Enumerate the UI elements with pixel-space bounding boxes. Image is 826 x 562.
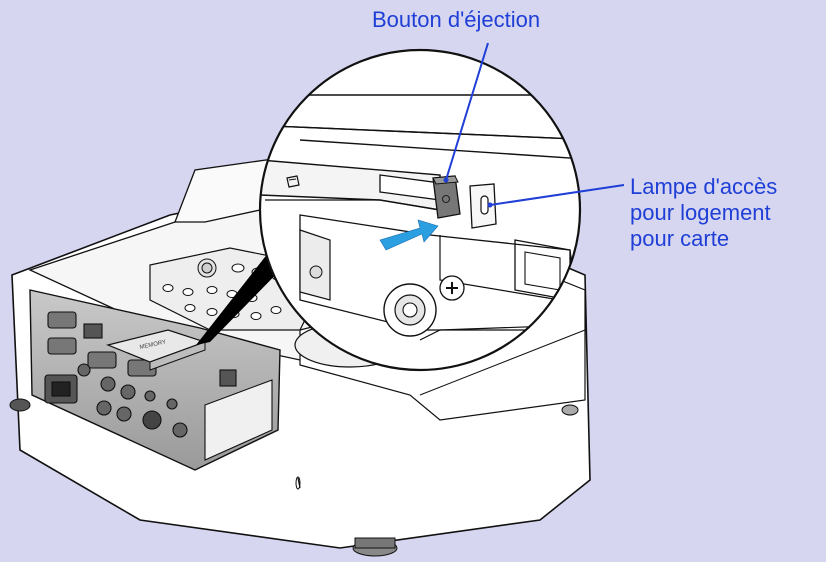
leader-lines <box>443 42 625 208</box>
eject-button-graphic <box>432 175 461 219</box>
card-symbol-icon <box>286 175 300 188</box>
insertion-arrow-icon <box>379 219 439 251</box>
access-lamp-graphic <box>469 183 497 229</box>
zoom-wedge <box>196 248 292 345</box>
access-lamp-callout: Lampe d'accès pour logement pour carte <box>630 174 777 252</box>
eject-leader-line <box>445 42 489 181</box>
card-label: MEMORY <box>139 339 167 350</box>
eject-button-callout: Bouton d'éjection <box>372 7 541 32</box>
lamp-leader-line <box>489 184 625 206</box>
access-lamp-callout-line-1: Lampe d'accès <box>630 174 778 199</box>
magnified-view <box>258 48 582 372</box>
rear-ports <box>44 311 273 461</box>
round-port <box>383 283 437 337</box>
screw-icon <box>439 275 465 301</box>
access-lamp-callout-line-3: pour carte <box>630 226 730 251</box>
memory-card: MEMORY <box>106 329 207 371</box>
access-lamp-callout-line-2: pour logement <box>630 200 771 225</box>
